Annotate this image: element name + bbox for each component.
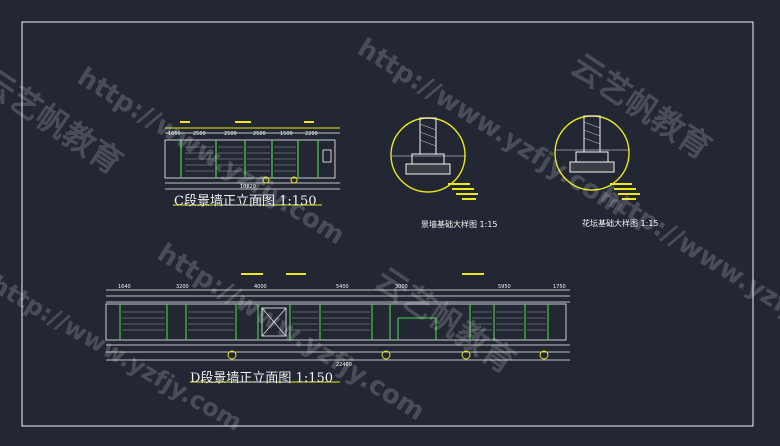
title-detail-wall: 景墙基础大样图 1:15 — [421, 220, 498, 229]
c-dim-6: 2200 — [305, 131, 318, 137]
d-dim-4: 5400 — [336, 284, 349, 290]
d-dim-7: 1750 — [553, 284, 566, 290]
c-dim-1: 1650 — [168, 131, 181, 137]
drawing-frame — [21, 21, 754, 427]
title-detail-planter: 花坛基础大样图 1:15 — [582, 219, 659, 228]
c-total-dim: 10820 — [240, 184, 256, 190]
d-total-dim: 22460 — [336, 362, 352, 368]
title-c-elevation: C段景墙正立面图 1:150 — [174, 194, 317, 209]
d-dim-1: 1640 — [118, 284, 131, 290]
detail-wall-foundation — [390, 117, 478, 200]
d-dim-3: 4000 — [254, 284, 267, 290]
d-dim-5: 3000 — [395, 284, 408, 290]
d-dim-6: 5950 — [498, 284, 511, 290]
d-elevation — [105, 273, 570, 383]
title-d-elevation: D段景墙正立面图 1:150 — [190, 371, 334, 386]
c-elevation — [164, 121, 340, 206]
c-dim-2: 2500 — [193, 131, 206, 137]
c-dim-5: 1500 — [280, 131, 293, 137]
d-dim-2: 3200 — [176, 284, 189, 290]
c-dim-4: 2500 — [253, 131, 266, 137]
detail-planter-foundation — [554, 115, 640, 200]
c-dim-3: 2500 — [224, 131, 237, 137]
